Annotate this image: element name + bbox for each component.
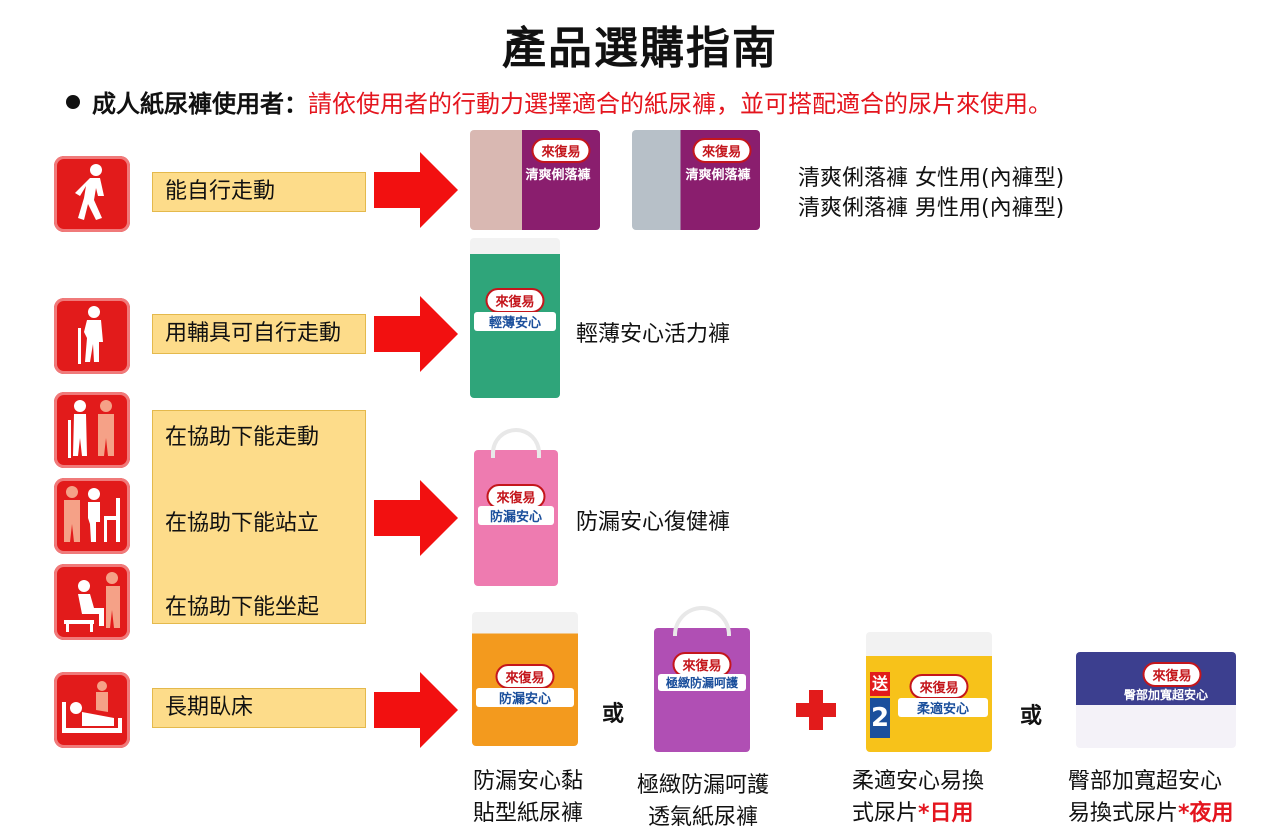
pack-clean-pants-men: 來復易 清爽俐落褲 bbox=[632, 130, 760, 230]
intro-lead: 成人紙尿褲使用者： bbox=[92, 90, 308, 118]
pack-handle bbox=[673, 606, 731, 636]
walking-person-icon bbox=[54, 156, 130, 232]
gift-badge: 送 bbox=[870, 672, 890, 696]
caption-line: 極緻防漏呵護 bbox=[636, 773, 769, 798]
arrow-right-icon bbox=[374, 672, 458, 748]
pack-product-name: 輕薄安心 bbox=[474, 312, 556, 331]
caption-night-tag: *夜用 bbox=[1178, 801, 1234, 826]
pack-product-name: 臀部加寬超安心 bbox=[1123, 688, 1208, 702]
caption-night-pad: 臀部加寬超安心 易換式尿片*夜用 bbox=[1068, 766, 1248, 830]
caption-line: 貼型紙尿褲 bbox=[472, 801, 583, 826]
pack-product-name: 清爽俐落褲 bbox=[685, 168, 751, 183]
pack-day-pad: 送 2 來復易 柔適安心 bbox=[866, 632, 992, 752]
caption-text: 式尿片 bbox=[852, 801, 919, 826]
pack-brand: 來復易 bbox=[909, 674, 969, 699]
pack-product-name: 防漏安心 bbox=[478, 506, 554, 525]
bedridden-icon bbox=[54, 672, 130, 748]
label-bedridden: 長期臥床 bbox=[152, 688, 366, 728]
intro-line: 成人紙尿褲使用者：請依使用者的行動力選擇適合的紙尿褲，並可搭配適合的尿片來使用。 bbox=[66, 84, 1052, 119]
label-walk-with-aid: 用輔具可自行走動 bbox=[152, 314, 366, 354]
pack-brand: 來復易 bbox=[1142, 662, 1202, 687]
gift-count: 2 bbox=[870, 698, 890, 738]
product-name-women: 清爽俐落褲 女性用(內褲型) bbox=[798, 166, 1065, 191]
caption-line: 臀部加寬超安心 bbox=[1068, 769, 1223, 794]
caption-line: 易換式尿片*夜用 bbox=[1068, 798, 1248, 830]
pack-brand: 來復易 bbox=[486, 484, 546, 509]
caption-text: 易換式尿片 bbox=[1068, 801, 1179, 826]
product-name-thin: 輕薄安心活力褲 bbox=[576, 322, 731, 347]
label-assisted-sit: 在協助下能坐起 bbox=[165, 595, 320, 620]
pack-product-name: 防漏安心 bbox=[476, 688, 574, 707]
pack-handle bbox=[490, 428, 542, 458]
pack-brand: 來復易 bbox=[692, 138, 752, 163]
arrow-right-icon bbox=[374, 296, 458, 372]
pack-brand: 來復易 bbox=[531, 138, 591, 163]
caption-line: 透氣紙尿褲 bbox=[647, 805, 758, 830]
label-assisted-stand: 在協助下能站立 bbox=[165, 511, 320, 536]
pack-brand: 來復易 bbox=[495, 664, 555, 689]
pack-product-name: 極緻防漏呵護 bbox=[658, 674, 746, 691]
caption-day-tag: *日用 bbox=[918, 801, 974, 826]
pack-clean-pants-women: 來復易 清爽俐落褲 bbox=[470, 130, 600, 230]
caption-line: 防漏安心黏 bbox=[472, 769, 583, 794]
caption-line: 柔適安心易換 bbox=[852, 769, 985, 794]
assisted-sit-icon bbox=[54, 564, 130, 640]
caption-line: 式尿片*日用 bbox=[852, 798, 1002, 830]
pack-tape-diaper: 來復易 防漏安心 bbox=[472, 612, 578, 746]
assisted-group-label: 在協助下能走動 在協助下能站立 在協助下能坐起 bbox=[152, 410, 366, 624]
pack-night-pad: 來復易 臀部加寬超安心 bbox=[1076, 652, 1236, 748]
caption-tape-diaper: 防漏安心黏 貼型紙尿褲 bbox=[466, 766, 590, 830]
intro-text: 請依使用者的行動力選擇適合的紙尿褲，並可搭配適合的尿片來使用。 bbox=[308, 90, 1052, 118]
pack-brand: 來復易 bbox=[485, 288, 545, 313]
plus-icon bbox=[796, 690, 836, 730]
arrow-right-icon bbox=[374, 152, 458, 228]
pack-rehab-pants: 來復易 防漏安心 bbox=[474, 428, 558, 586]
or-text: 或 bbox=[1020, 704, 1043, 729]
product-name-men: 清爽俐落褲 男性用(內褲型) bbox=[798, 196, 1065, 221]
pack-product-name: 清爽俐落褲 bbox=[525, 168, 591, 183]
pack-product-name: 柔適安心 bbox=[898, 698, 988, 717]
caption-day-pad: 柔適安心易換 式尿片*日用 bbox=[852, 766, 1002, 830]
label-walk-alone: 能自行走動 bbox=[152, 172, 366, 212]
arrow-right-icon bbox=[374, 480, 458, 556]
pack-thin-pants: 來復易 輕薄安心 bbox=[470, 238, 560, 398]
cane-walker-icon bbox=[54, 298, 130, 374]
page-title: 產品選購指南 bbox=[502, 23, 778, 74]
or-text: 或 bbox=[602, 702, 625, 727]
caption-breathable-diaper: 極緻防漏呵護 透氣紙尿褲 bbox=[628, 770, 778, 832]
bullet-icon bbox=[66, 95, 80, 109]
assisted-stand-icon bbox=[54, 478, 130, 554]
assisted-walk-icon bbox=[54, 392, 130, 468]
product-name-rehab: 防漏安心復健褲 bbox=[576, 510, 731, 535]
pack-breathable-diaper: 來復易 極緻防漏呵護 bbox=[654, 606, 750, 752]
label-assisted-walk: 在協助下能走動 bbox=[165, 425, 320, 450]
